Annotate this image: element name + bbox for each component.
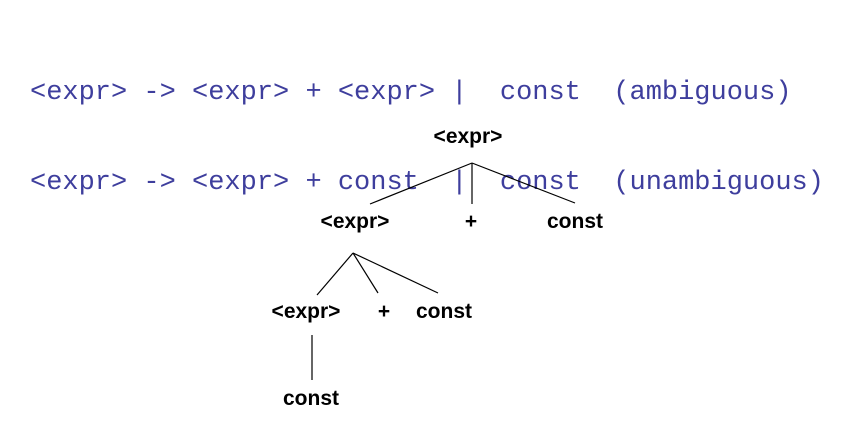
tree-node-level2-const: const	[546, 210, 604, 233]
tree-edge	[316, 252, 354, 296]
tree-node-leaf-const: const	[282, 387, 340, 410]
tree-node-root-expr: <expr>	[433, 125, 503, 148]
tree-node-level2-plus: +	[464, 210, 478, 233]
tree-node-level2-expr: <expr>	[320, 210, 390, 233]
grammar-rule-ambiguous: <expr> -> <expr> + <expr> | const (ambig…	[30, 78, 792, 108]
tree-node-level3-plus: +	[377, 300, 391, 323]
tree-node-level3-expr: <expr>	[271, 300, 341, 323]
tree-edge	[369, 162, 473, 205]
tree-edge	[471, 162, 576, 204]
grammar-rule-unambiguous: <expr> -> <expr> + const | const (unambi…	[30, 168, 824, 198]
tree-edge	[352, 252, 439, 294]
tree-edge	[352, 252, 379, 294]
grammar-rules: <expr> -> <expr> + <expr> | const (ambig…	[30, 18, 824, 258]
tree-node-level3-const: const	[415, 300, 473, 323]
